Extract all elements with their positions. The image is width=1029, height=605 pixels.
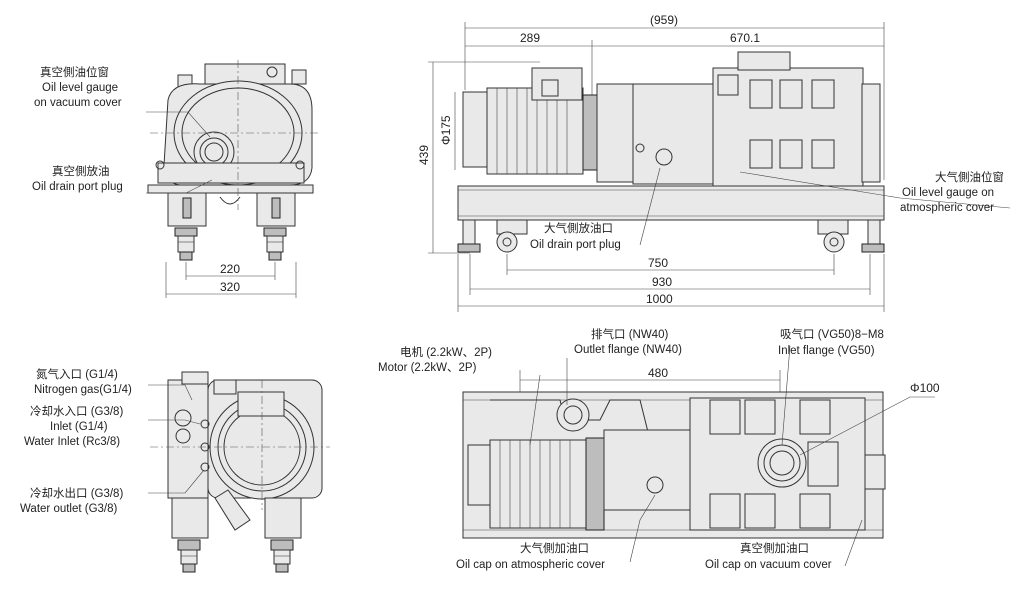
- front-view: 220 320: [146, 60, 320, 298]
- dim-930: 930: [652, 275, 672, 289]
- label-oil-drain-vac-en: Oil drain port plug: [32, 181, 123, 193]
- label-oilcap-vac-cn: 真空側加油口: [740, 541, 809, 555]
- rear-view: [148, 371, 330, 573]
- label-oil-window-atm-en1: Oil level gauge on: [902, 187, 994, 199]
- label-outlet-en: Outlet flange (NW40): [574, 344, 682, 356]
- label-oilcap-atm-en: Oil cap on atmospheric cover: [456, 559, 605, 571]
- label-water-in-cn: 冷却水入口 (G3/8): [30, 405, 123, 418]
- label-oil-drain-atm-en: Oil drain port plug: [530, 239, 621, 251]
- dim-220: 220: [220, 262, 240, 276]
- label-water-in-en2: Water Inlet (Rc3/8): [24, 436, 120, 448]
- label-oil-window-vac-cn: 真空側油位窗: [40, 65, 109, 79]
- label-water-in-en1: Inlet (G1/4): [50, 421, 108, 433]
- label-inlet-cn: 吸气口 (VG50)8−M8: [780, 327, 884, 341]
- label-oil-window-atm-cn: 大气側油位窗: [935, 170, 1004, 184]
- label-motor-en: Motor (2.2kW、2P): [378, 362, 477, 374]
- dim-289: 289: [520, 31, 540, 45]
- dim-959: (959): [650, 13, 678, 27]
- dim-phi100: Φ100: [910, 381, 940, 395]
- label-water-out-en: Water outlet (G3/8): [20, 503, 118, 515]
- label-nitrogen-cn: 氮气入口 (G1/4): [36, 367, 118, 381]
- label-outlet-cn: 排气口 (NW40): [591, 327, 668, 341]
- dim-480: 480: [648, 366, 668, 380]
- label-oil-window-atm-en2: atmospheric cover: [900, 202, 994, 214]
- top-view: 480: [462, 345, 935, 567]
- dim-750: 750: [648, 256, 668, 270]
- dim-1000: 1000: [646, 292, 673, 306]
- label-nitrogen-en: Nitrogen gas(G1/4): [34, 384, 132, 396]
- label-oil-drain-atm-cn: 大气側放油口: [544, 221, 613, 235]
- label-oilcap-atm-cn: 大气側加油口: [520, 541, 589, 555]
- label-inlet-en: Inlet flange (VG50): [778, 345, 875, 357]
- dim-320: 320: [220, 280, 240, 294]
- label-water-out-cn: 冷却水出口 (G3/8): [30, 486, 123, 500]
- label-oil-window-vac-en2: on vacuum cover: [34, 97, 122, 109]
- dim-670: 670.1: [730, 31, 760, 45]
- label-oilcap-vac-en: Oil cap on vacuum cover: [705, 559, 832, 571]
- label-oil-window-vac-en1: Oil level gauge: [42, 82, 118, 94]
- dim-phi175: Φ175: [439, 115, 453, 145]
- label-motor-cn: 电机 (2.2kW、2P): [400, 345, 492, 359]
- label-oil-drain-vac-cn: 真空側放油: [52, 164, 110, 178]
- side-view: (959) 289 670.1 439 Φ175: [417, 13, 1011, 312]
- dim-439: 439: [417, 145, 431, 165]
